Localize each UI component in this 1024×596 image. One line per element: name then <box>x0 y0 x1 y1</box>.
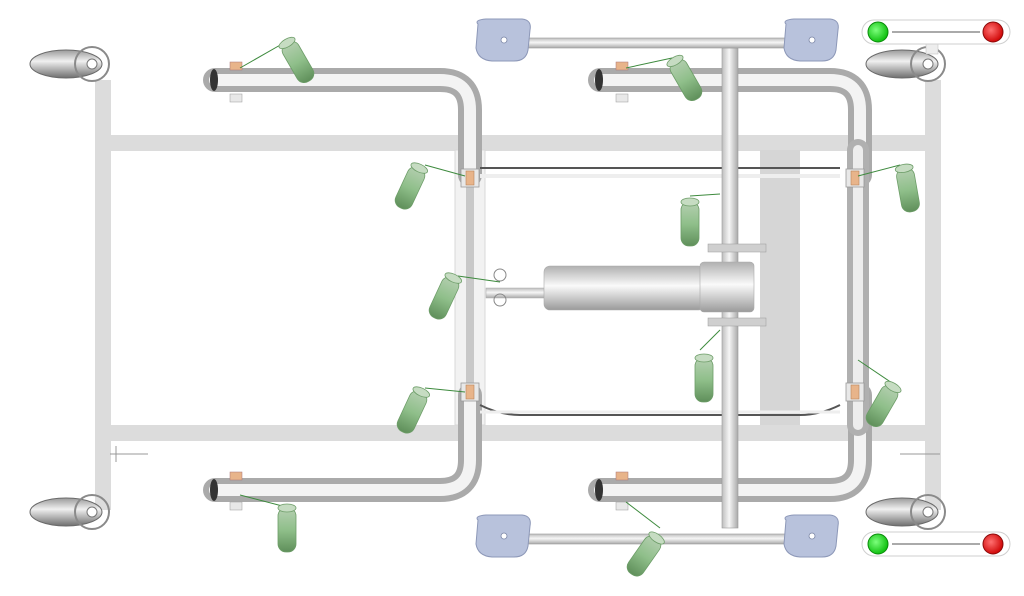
red-circle-icon[interactable] <box>982 533 1004 555</box>
bent-tubes <box>203 68 872 502</box>
green-circle-icon[interactable] <box>867 533 889 555</box>
linear-actuator <box>485 243 767 327</box>
tie-rods <box>479 167 841 416</box>
axis-marks <box>110 446 940 462</box>
outer-frame <box>95 80 941 510</box>
tube-end-caps <box>210 61 629 511</box>
marker-leader-lines <box>239 43 901 529</box>
status-controls <box>861 19 1011 557</box>
green-circle-icon[interactable] <box>867 21 889 43</box>
red-circle-icon[interactable] <box>982 21 1004 43</box>
